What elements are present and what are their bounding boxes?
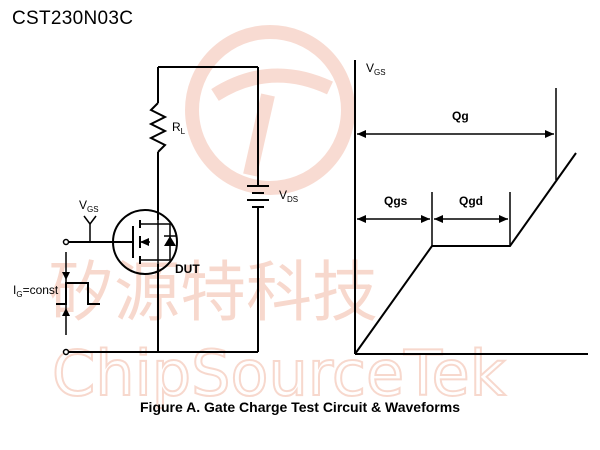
gate-charge-waveform: VGS Qg Qgs Qgd [354,60,588,355]
vgs-probe-label: VGS [79,198,99,214]
watermark-chinese-text: 矽源特科技 [48,254,378,331]
body-diode [164,236,176,246]
watermark-logo [185,25,355,195]
part-number: CST230N03C [12,8,134,29]
mosfet-dut [90,205,178,352]
qgd-label: Qgd [459,194,483,208]
qg-label: Qg [452,109,469,123]
ground-terminal [62,348,70,356]
resistor-label: RL [172,120,186,136]
ig-label: IG=const [13,283,59,299]
vgs-axis-label: VGS [366,61,386,77]
gate-input-terminal [62,238,70,246]
load-resistor [148,102,168,153]
ig-pulse-shape [56,282,100,305]
dut-label: DUT [175,262,200,276]
figure-caption: Figure A. Gate Charge Test Circuit & Wav… [140,399,460,415]
vds-label: VDS [279,188,298,204]
vgs-probe-arrow [83,215,97,226]
qgs-label: Qgs [384,194,408,208]
vgs-curve [354,152,577,355]
test-circuit: RL VDS [13,66,298,356]
vds-battery-symbol [247,185,269,208]
ig-pulse-source [56,252,100,335]
watermark-english-text: ChipSourceTek [52,337,506,410]
